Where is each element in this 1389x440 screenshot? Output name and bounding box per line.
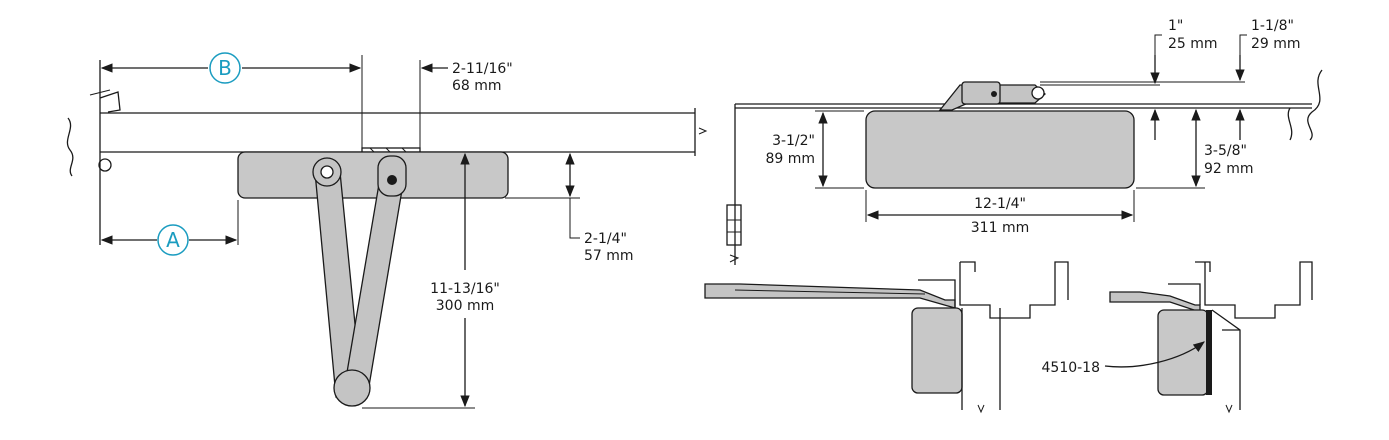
callout-a-circle: [157, 224, 189, 256]
callout-b: B: [218, 56, 232, 80]
frame-profile-1: [959, 261, 1069, 319]
dim-body-width-in: 12-1/4": [974, 196, 1026, 212]
section-closer-body-1: [911, 307, 963, 394]
gap-b-leader: [1239, 34, 1247, 55]
door-leaf-1: [961, 308, 1001, 410]
frame-stop-2: [1195, 261, 1211, 272]
shoe-screw-icon: [387, 175, 397, 185]
dim-gap-a-mm: 25 mm: [1168, 36, 1218, 52]
elevation-screw-icon: [991, 91, 997, 97]
plan-view: B 2-11/16" 68 mm A 2-1/4" 57 mm 11-13/16…: [66, 52, 708, 409]
wall-break-left: [66, 117, 74, 177]
hinge-pin: [98, 158, 112, 172]
closer-body: [237, 151, 509, 199]
section-bracket-1: [918, 279, 956, 308]
dim-right-height-in: 3-5/8": [1204, 143, 1247, 159]
hinge-stop: [99, 91, 121, 113]
part-callout-arrow: [1104, 341, 1205, 368]
section-bracket-2: [1168, 283, 1201, 305]
section-closer-body-2: [1157, 309, 1209, 396]
dim-bracket-in: 2-11/16": [452, 61, 513, 77]
dim-body-height-mm: 89 mm: [765, 151, 815, 167]
offset-leader: [569, 198, 580, 239]
section-view-2: 4510-18: [1042, 261, 1313, 414]
elevation-closer-body: [865, 110, 1135, 189]
elevation-view: 1" 25 mm 1-1/8" 29 mm 3-1/2" 89 mm 3-5/8…: [726, 18, 1323, 265]
section-arm-1: [704, 283, 956, 309]
jamb-break: [729, 254, 740, 263]
hinge-leaf: [89, 89, 111, 96]
pivot-hex-icon: [320, 165, 334, 179]
dim-offset-in: 2-1/4": [584, 231, 627, 247]
callout-b-circle: [209, 52, 241, 84]
arm-elbow-joint: [333, 369, 371, 407]
section-view-1: [704, 261, 1069, 414]
spacer-plate-4510-18: [1206, 310, 1212, 395]
frame-profile-2: [1204, 261, 1313, 319]
dim-body-width-mm: 311 mm: [971, 220, 1029, 236]
head-break-lower: [1287, 107, 1293, 141]
jamb-hinge: [726, 204, 742, 246]
dim-reach-in: 11-13/16": [430, 281, 500, 297]
section-arm-line-1: [734, 289, 926, 295]
frame-stop-1: [960, 261, 976, 272]
dim-gap-b-mm: 29 mm: [1251, 36, 1301, 52]
dim-bracket-mm: 68 mm: [452, 78, 502, 94]
part-label: 4510-18: [1042, 360, 1101, 376]
section-arm-2: [1109, 291, 1201, 313]
dim-body-height-in: 3-1/2": [772, 133, 815, 149]
door-break-2: [1225, 404, 1233, 414]
dim-gap-a-in: 1": [1168, 18, 1183, 34]
dim-gap-b-in: 1-1/8": [1251, 18, 1294, 34]
dim-reach-mm: 300 mm: [436, 298, 494, 314]
dim-offset-mm: 57 mm: [584, 248, 634, 264]
wall-break-right: [1307, 69, 1323, 141]
gap-a-leader: [1154, 34, 1162, 55]
jamb-hinge-detail: [727, 219, 741, 233]
dim-right-height-mm: 92 mm: [1204, 161, 1254, 177]
elevation-pivot-icon: [1031, 86, 1045, 100]
break-mark: [698, 127, 708, 135]
door-leaf-2: [1211, 309, 1241, 410]
forearm: [343, 177, 405, 393]
elevation-arm-shoe: [961, 81, 1001, 105]
door-break-1: [977, 404, 985, 414]
callout-a: A: [166, 228, 180, 252]
